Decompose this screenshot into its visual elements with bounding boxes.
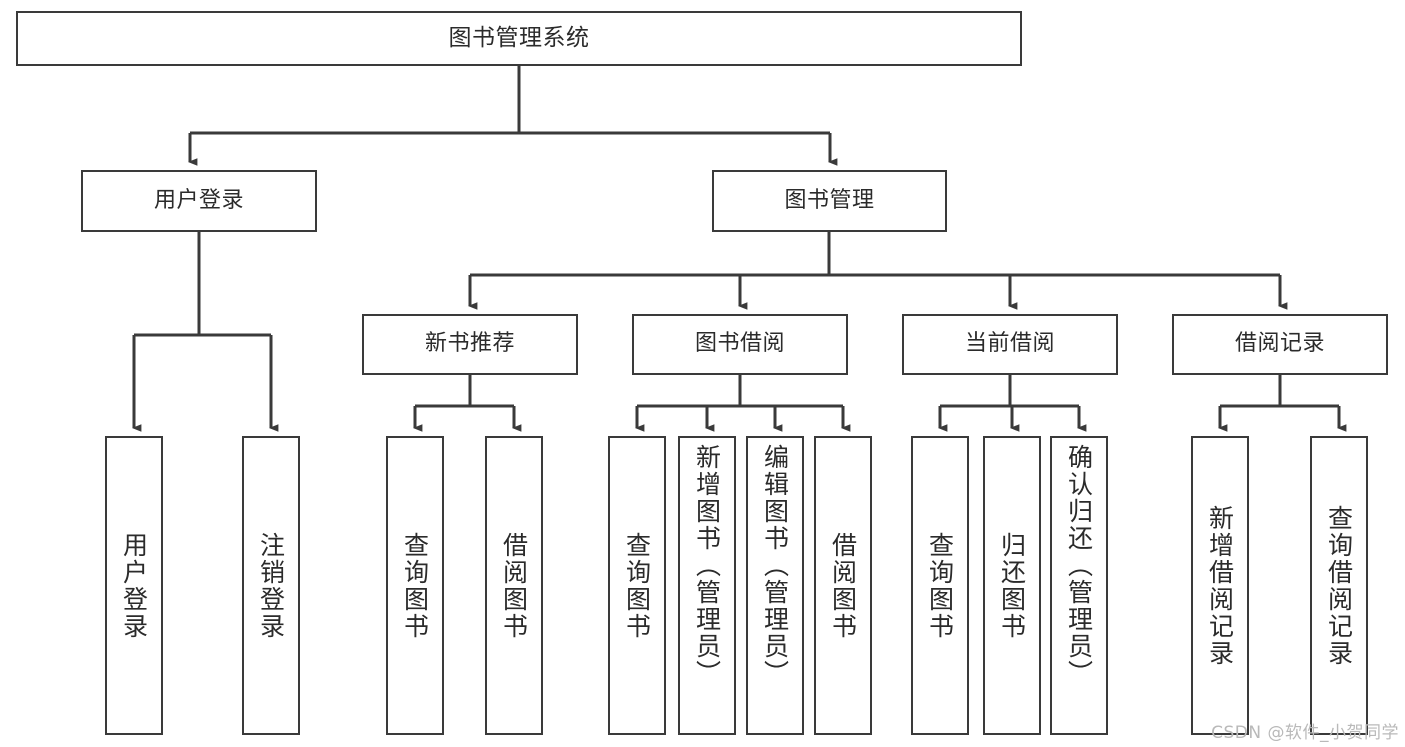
node-root-system[interactable]: 图书管理系统 [16, 11, 1022, 66]
node-label: 图书管理系统 [448, 24, 590, 51]
node-user-login[interactable]: 用户登录 [81, 170, 317, 232]
node-leaf-user-logout[interactable]: 注销登录 [242, 436, 300, 735]
node-leaf-return-book[interactable]: 归还图书 [983, 436, 1041, 735]
node-label: 查询图书 [622, 531, 652, 640]
node-label: 图书管理 [784, 187, 875, 213]
node-current-borrow[interactable]: 当前借阅 [902, 314, 1118, 375]
node-label: 新增图书（管理员） [692, 444, 722, 687]
node-label: 注销登录 [256, 531, 286, 640]
node-leaf-query-book-recommend[interactable]: 查询图书 [386, 436, 444, 735]
node-label: 查询图书 [925, 531, 955, 640]
node-label: 新书推荐 [424, 331, 515, 357]
node-borrow-record[interactable]: 借阅记录 [1172, 314, 1388, 375]
node-book-manage[interactable]: 图书管理 [712, 170, 947, 232]
node-leaf-query-book-current[interactable]: 查询图书 [911, 436, 969, 735]
node-leaf-confirm-return-admin[interactable]: 确认归还（管理员） [1050, 436, 1108, 735]
node-label: 用户登录 [153, 187, 244, 213]
node-label: 编辑图书（管理员） [760, 444, 790, 687]
node-book-borrow[interactable]: 图书借阅 [632, 314, 848, 375]
node-leaf-query-book-borrow[interactable]: 查询图书 [608, 436, 666, 735]
node-leaf-edit-book-admin[interactable]: 编辑图书（管理员） [746, 436, 804, 735]
node-label: 查询借阅记录 [1324, 504, 1354, 667]
node-new-book-recommend[interactable]: 新书推荐 [362, 314, 578, 375]
node-label: 图书借阅 [694, 331, 785, 357]
node-label: 新增借阅记录 [1205, 504, 1235, 667]
node-label: 用户登录 [119, 531, 149, 640]
node-leaf-borrow-book-recommend[interactable]: 借阅图书 [485, 436, 543, 735]
node-leaf-borrow-book[interactable]: 借阅图书 [814, 436, 872, 735]
node-label: 查询图书 [400, 531, 430, 640]
node-label: 归还图书 [997, 531, 1027, 640]
node-label: 借阅图书 [499, 531, 529, 640]
node-leaf-add-borrow-record[interactable]: 新增借阅记录 [1191, 436, 1249, 735]
node-label: 当前借阅 [964, 331, 1055, 357]
node-leaf-query-borrow-record[interactable]: 查询借阅记录 [1310, 436, 1368, 735]
node-label: 借阅图书 [828, 531, 858, 640]
node-label: 确认归还（管理员） [1064, 444, 1094, 687]
node-label: 借阅记录 [1234, 331, 1325, 357]
node-leaf-user-login[interactable]: 用户登录 [105, 436, 163, 735]
node-leaf-add-book-admin[interactable]: 新增图书（管理员） [678, 436, 736, 735]
